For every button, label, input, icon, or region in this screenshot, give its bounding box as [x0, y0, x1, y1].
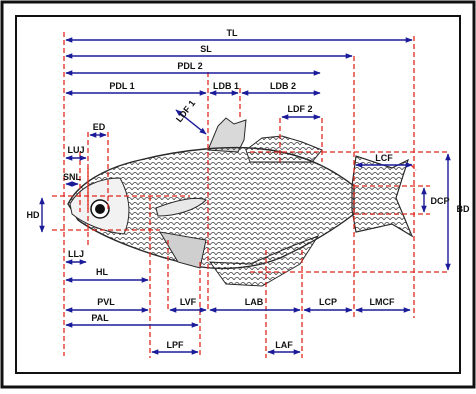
label-lmcf: LMCF [370, 297, 395, 307]
pupil [95, 204, 105, 214]
label-llj: LLJ [68, 249, 84, 259]
label-ldb1: LDB 1 [213, 81, 239, 91]
label-lvf: LVF [180, 297, 197, 307]
label-pal: PAL [91, 313, 109, 323]
label-lpf: LPF [167, 340, 185, 350]
label-lab: LAB [245, 297, 264, 307]
label-luj: LUJ [67, 145, 84, 155]
label-ldf2: LDF 2 [287, 104, 312, 114]
label-sl: SL [200, 44, 212, 54]
label-lcp: LCP [319, 297, 337, 307]
label-pdl1: PDL 1 [109, 81, 134, 91]
label-ldb2: LDB 2 [270, 81, 296, 91]
label-lcf: LCF [375, 153, 393, 163]
label-pdl2: PDL 2 [177, 61, 202, 71]
label-dcp: DCP [430, 196, 449, 206]
label-tl: TL [227, 28, 238, 38]
label-bd: BD [457, 204, 470, 214]
label-laf: LAF [275, 340, 293, 350]
label-pvl: PVL [97, 297, 115, 307]
label-ed: ED [93, 122, 106, 132]
label-snl: SNL [63, 172, 82, 182]
label-hd: HD [27, 210, 40, 220]
label-hl: HL [96, 267, 108, 277]
